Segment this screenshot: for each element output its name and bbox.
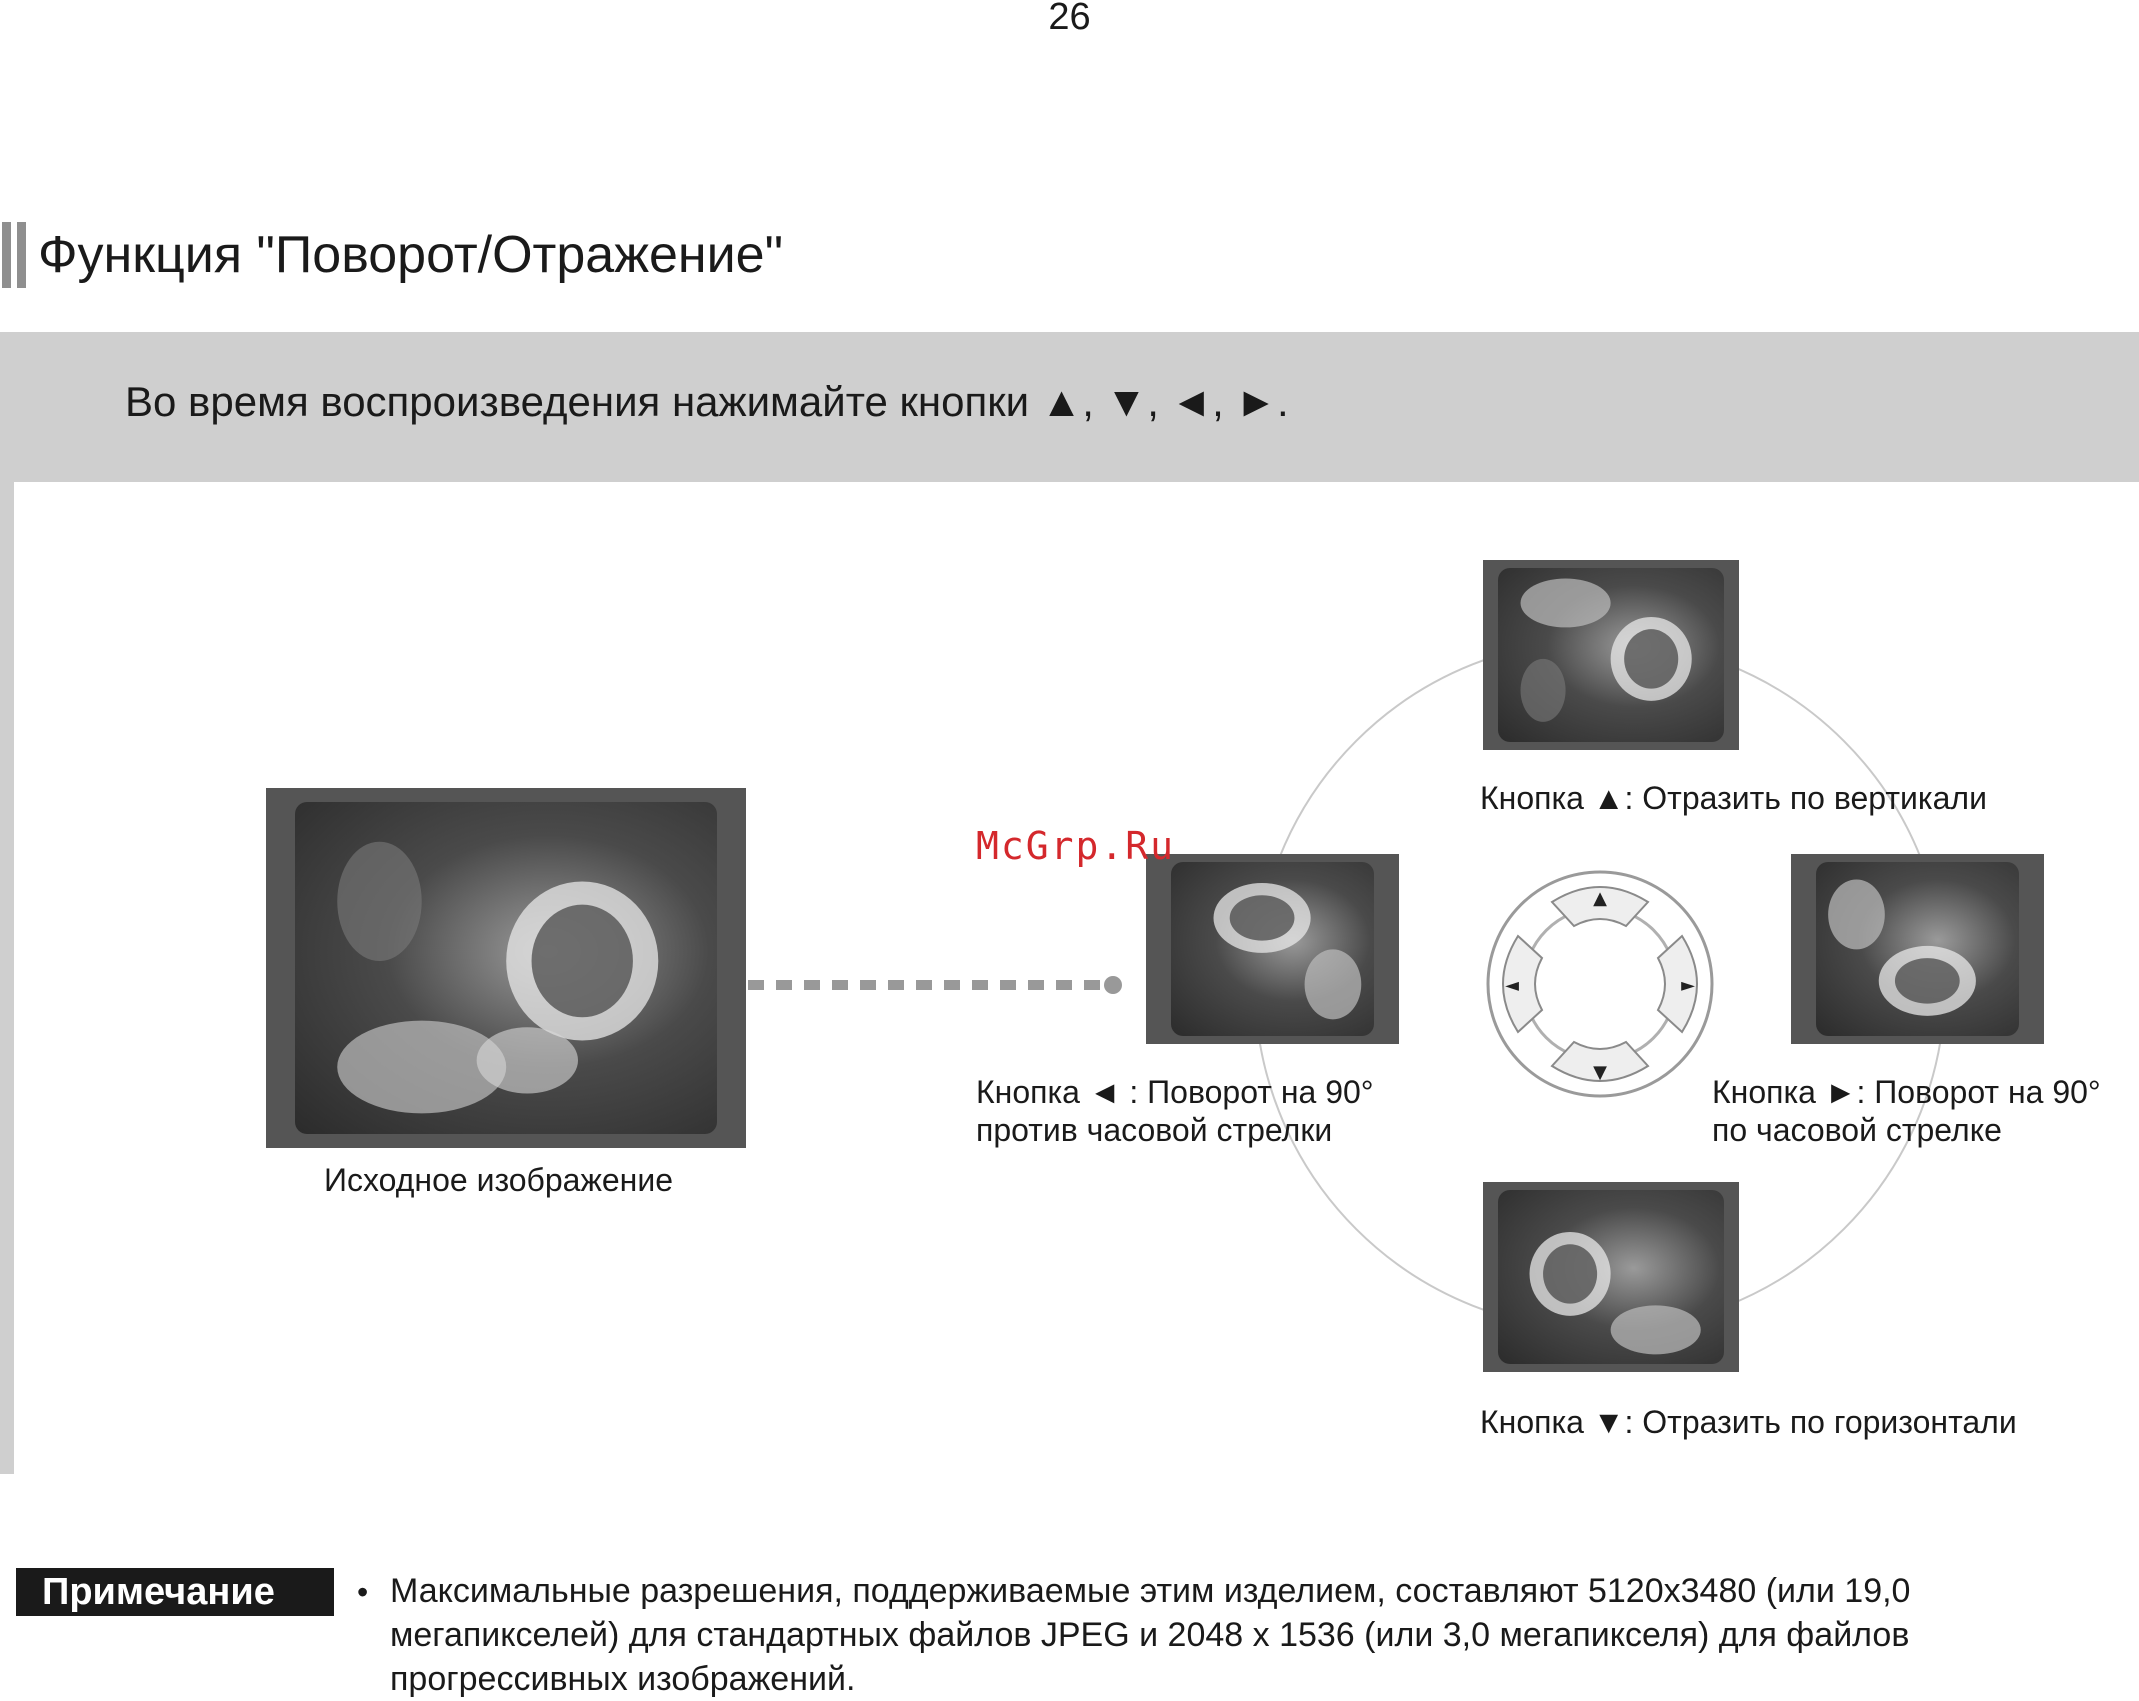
page-title: Функция "Поворот/Отражение" [38,226,784,284]
instruction-text: Во время воспроизведения нажимайте кнопк… [125,378,1289,425]
title-bars-decoration [2,222,30,288]
rotate-ccw-caption-line1: Кнопка ◄ : Поворот на 90° [976,1074,1374,1110]
rotate-cw-caption: Кнопка ►: Поворот на 90° по часовой стре… [1712,1073,2101,1149]
note-bullet: • [357,1574,369,1610]
butterfly-image [1529,1231,1702,1354]
rotate-cw-caption-line1: Кнопка ►: Поворот на 90° [1712,1074,2101,1110]
dpad-right-segment [1656,934,1698,1034]
page-number: 26 [1048,0,1091,38]
dpad-down-segment [1550,1040,1650,1082]
flip-horizontal-caption: Кнопка ▼: Отразить по горизонтали [1480,1404,2017,1440]
original-photo [266,788,746,1148]
dpad-up-segment [1550,886,1650,928]
butterfly-image [1828,879,1977,1016]
watermark: McGrp.Ru [976,824,1176,868]
flip-horizontal-photo [1483,1182,1739,1372]
dpad-up-icon: ▲ [1593,888,1607,909]
butterfly-image [1520,578,1693,722]
dpad-left-segment [1502,934,1544,1034]
butterfly-image [337,842,659,1114]
rotate-ccw-photo [1146,854,1399,1044]
flip-vertical-photo [1483,560,1739,750]
connector-end-dot [1104,976,1122,994]
dpad-diagram: ▲ ▼ ◄ ► [1486,870,1714,1098]
note-text: Максимальные разрешения, поддерживаемые … [390,1572,1911,1698]
rotate-ccw-caption-line2: против часовой стрелки [976,1112,1333,1148]
rotate-ccw-caption: Кнопка ◄ : Поворот на 90° против часовой… [976,1073,1374,1149]
butterfly-image [1213,882,1362,1019]
instruction-band [0,332,2139,482]
note-label: Примечание [16,1568,334,1616]
rotate-cw-caption-line2: по часовой стрелке [1712,1112,2002,1148]
dpad-left-icon: ◄ [1505,975,1519,996]
left-rail-decoration [0,482,14,1474]
flip-vertical-caption: Кнопка ▲: Отразить по вертикали [1480,780,1987,816]
rotate-cw-photo [1791,854,2044,1044]
dpad-down-icon: ▼ [1593,1062,1607,1083]
dpad-right-icon: ► [1681,975,1695,996]
original-photo-caption: Исходное изображение [324,1162,674,1198]
